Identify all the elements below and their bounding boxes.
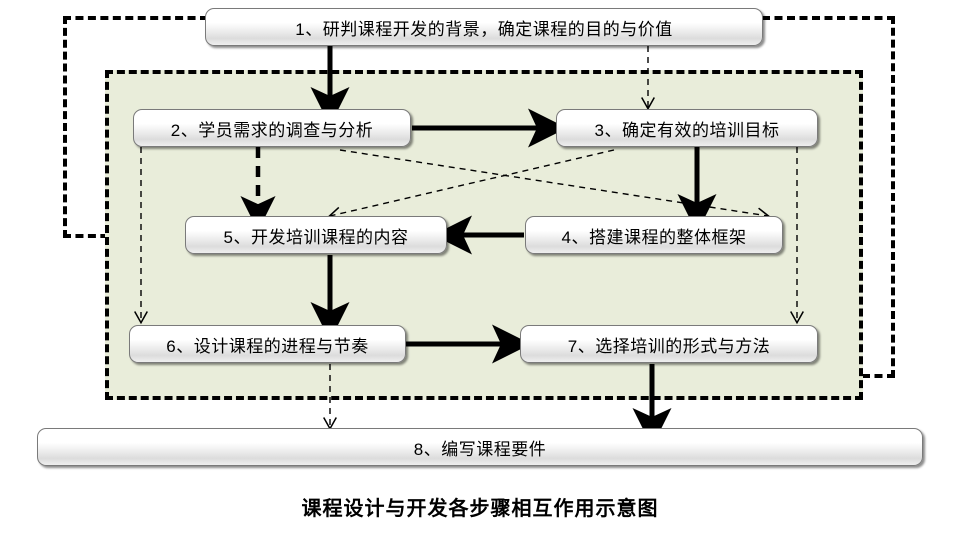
edge-n2-n4	[339, 149, 771, 222]
node-step-3[interactable]: 3、确定有效的培训目标	[556, 109, 818, 147]
node-step-8-label: 8、编写课程要件	[413, 439, 547, 459]
diagram-caption: 课程设计与开发各步骤相互作用示意图	[301, 498, 659, 520]
node-step-6[interactable]: 6、设计课程的进程与节奏	[129, 325, 406, 363]
node-step-4[interactable]: 4、搭建课程的整体框架	[525, 216, 783, 254]
node-step-7[interactable]: 7、选择培训的形式与方法	[520, 325, 818, 363]
node-step-6-label: 6、设计课程的进程与节奏	[166, 336, 369, 356]
node-step-2-label: 2、学员需求的调查与分析	[170, 120, 374, 140]
node-step-1-label: 1、研判课程开发的背景，确定课程的目的与价值	[295, 19, 673, 39]
node-step-2[interactable]: 2、学员需求的调查与分析	[133, 109, 411, 147]
node-step-1[interactable]: 1、研判课程开发的背景，确定课程的目的与价值	[205, 8, 763, 46]
node-step-8[interactable]: 8、编写课程要件	[37, 428, 923, 466]
node-step-4-label: 4、搭建课程的整体框架	[561, 227, 747, 247]
node-step-7-label: 7、选择培训的形式与方法	[567, 336, 771, 356]
node-step-5-label: 5、开发培训课程的内容	[223, 227, 409, 247]
edge-n3-n5	[327, 149, 615, 221]
node-step-3-label: 3、确定有效的培训目标	[594, 120, 780, 140]
node-step-5[interactable]: 5、开发培训课程的内容	[185, 216, 447, 254]
